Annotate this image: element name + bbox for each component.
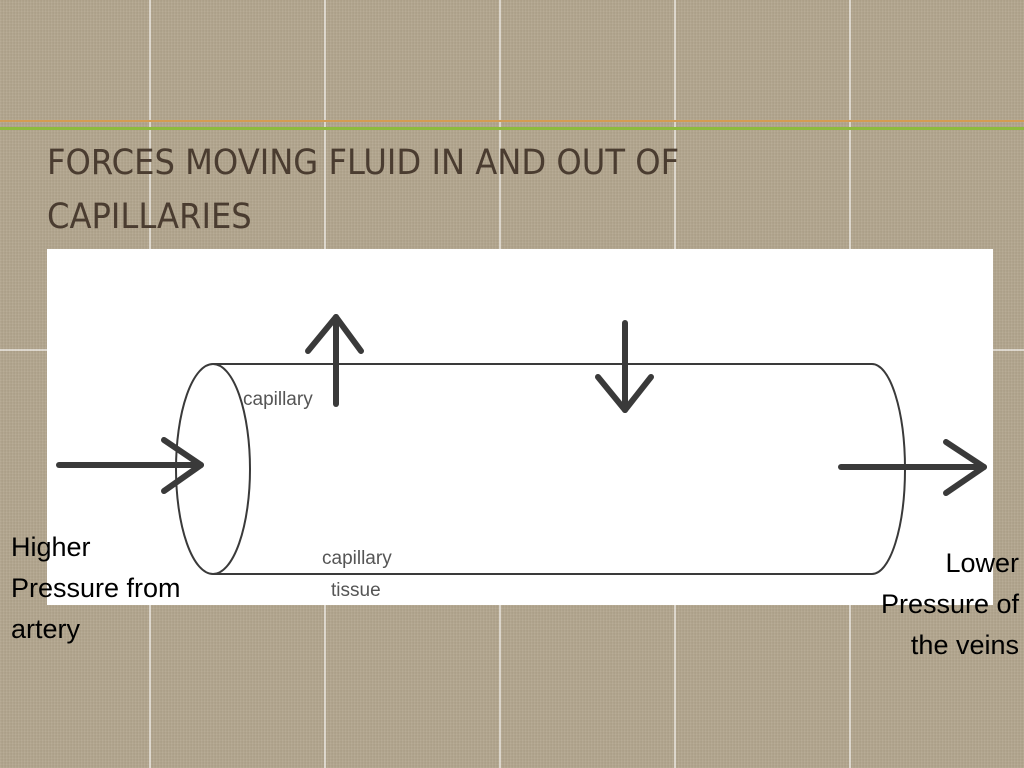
arrow-in-down xyxy=(595,320,654,413)
capillary-label: capillary xyxy=(243,389,313,410)
lower-pressure-line: Pressure of xyxy=(880,589,1019,619)
lower-pressure-line: the veins xyxy=(910,630,1019,660)
lower-pressure-label: Lower Pressure of the veins xyxy=(800,543,1019,666)
title-rule-orange xyxy=(0,120,1024,122)
lower-pressure-line: Lower xyxy=(945,548,1019,578)
title-rule-green xyxy=(0,127,1024,130)
arrow-out-to-veins xyxy=(838,439,987,496)
higher-pressure-line: Pressure from xyxy=(11,573,181,603)
higher-pressure-line: Higher xyxy=(11,532,91,562)
tissue-label-line1: capillary xyxy=(322,548,392,569)
arrow-in-from-artery xyxy=(56,437,204,494)
arrow-out-up xyxy=(305,314,364,407)
slide-title: FORCES MOVING FLUID IN AND OUT OF CAPILL… xyxy=(47,143,680,237)
tissue-label-line2: tissue xyxy=(331,580,381,601)
higher-pressure-line: artery xyxy=(11,614,81,644)
capillary-tube xyxy=(175,363,906,575)
higher-pressure-label: Higher Pressure from artery xyxy=(11,527,251,650)
diagram-panel xyxy=(47,249,993,605)
